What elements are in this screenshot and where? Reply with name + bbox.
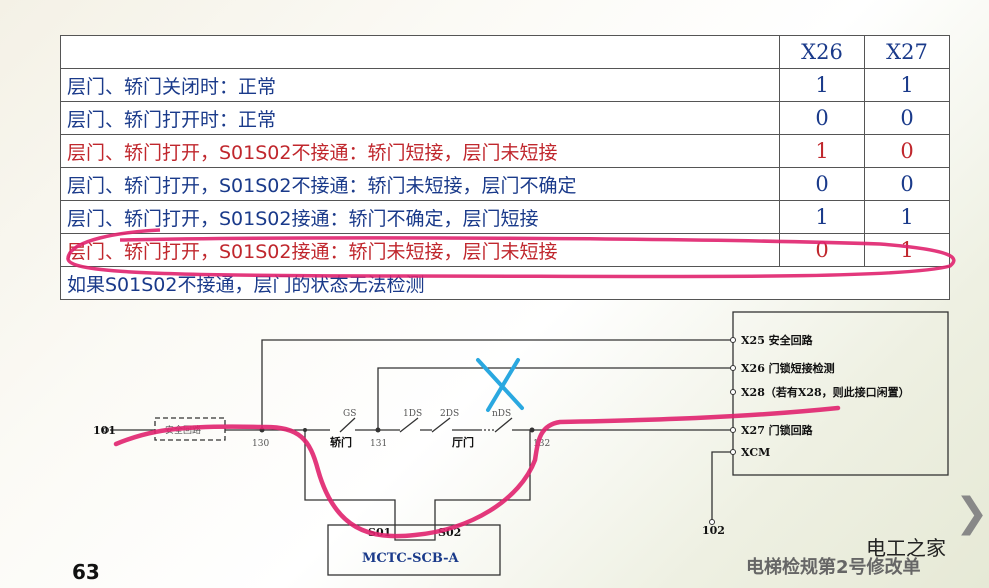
table-footer-row: 如果S01S02不接通，层门的状态无法检测 — [60, 266, 950, 300]
header-x26: X26 — [779, 35, 865, 69]
wire-x26 — [377, 367, 733, 430]
wire-x25 — [261, 339, 733, 430]
terminal-xcm: XCM — [741, 446, 770, 459]
fuse-box — [154, 417, 226, 441]
node-130: 130 — [252, 439, 269, 449]
row-x26: 1 — [779, 200, 865, 234]
row-x27: 0 — [864, 101, 950, 135]
pink-path-annotation — [113, 405, 841, 539]
mctc-board — [327, 524, 501, 576]
page-number: 63 — [72, 560, 100, 584]
table-header-row: X26 X27 — [60, 35, 950, 69]
pink-circle-annotation — [66, 228, 956, 279]
node-132: 132 — [533, 439, 550, 449]
header-x27: X27 — [864, 35, 950, 69]
terminal-x26: X26 门锁短接检测 — [741, 361, 835, 375]
label-hall-door: 厅门 — [452, 435, 474, 449]
label-car-door: 轿门 — [330, 435, 352, 449]
switch-2ds: 2DS — [440, 409, 459, 419]
watermark-brand: 电工之家 — [866, 536, 946, 560]
door-switches — [339, 417, 513, 433]
switch-nds: nDS — [492, 409, 511, 419]
node-101: 101 — [93, 424, 116, 437]
chevron-right-icon[interactable]: ❯ — [955, 490, 989, 536]
wire-s01-s02 — [304, 430, 531, 525]
switch-1ds: 1DS — [403, 409, 422, 419]
row-x27: 1 — [864, 68, 950, 102]
watermark-caption: 电梯检规第2号修改单 — [746, 557, 921, 578]
table-footer-note: 如果S01S02不接通，层门的状态无法检测 — [60, 266, 950, 300]
row-x27: 0 — [864, 134, 950, 168]
header-blank — [60, 35, 780, 69]
terminal-x27: X27 门锁回路 — [741, 423, 814, 437]
terminal-x28: X28（若有X28，则此接口闲置） — [741, 385, 910, 399]
node-131: 131 — [370, 439, 387, 449]
board-name: MCTC-SCB-A — [362, 551, 460, 566]
row-text: 层门、轿门打开，S01S02不接通：轿门短接，层门未短接 — [60, 134, 780, 168]
switch-gs: GS — [343, 409, 356, 419]
terminal-x25: X25 安全回路 — [741, 333, 814, 347]
row-x27: 1 — [864, 200, 950, 234]
blue-cross-mark — [476, 358, 524, 412]
wire-xcm — [711, 451, 733, 522]
node-102: 102 — [702, 524, 725, 537]
